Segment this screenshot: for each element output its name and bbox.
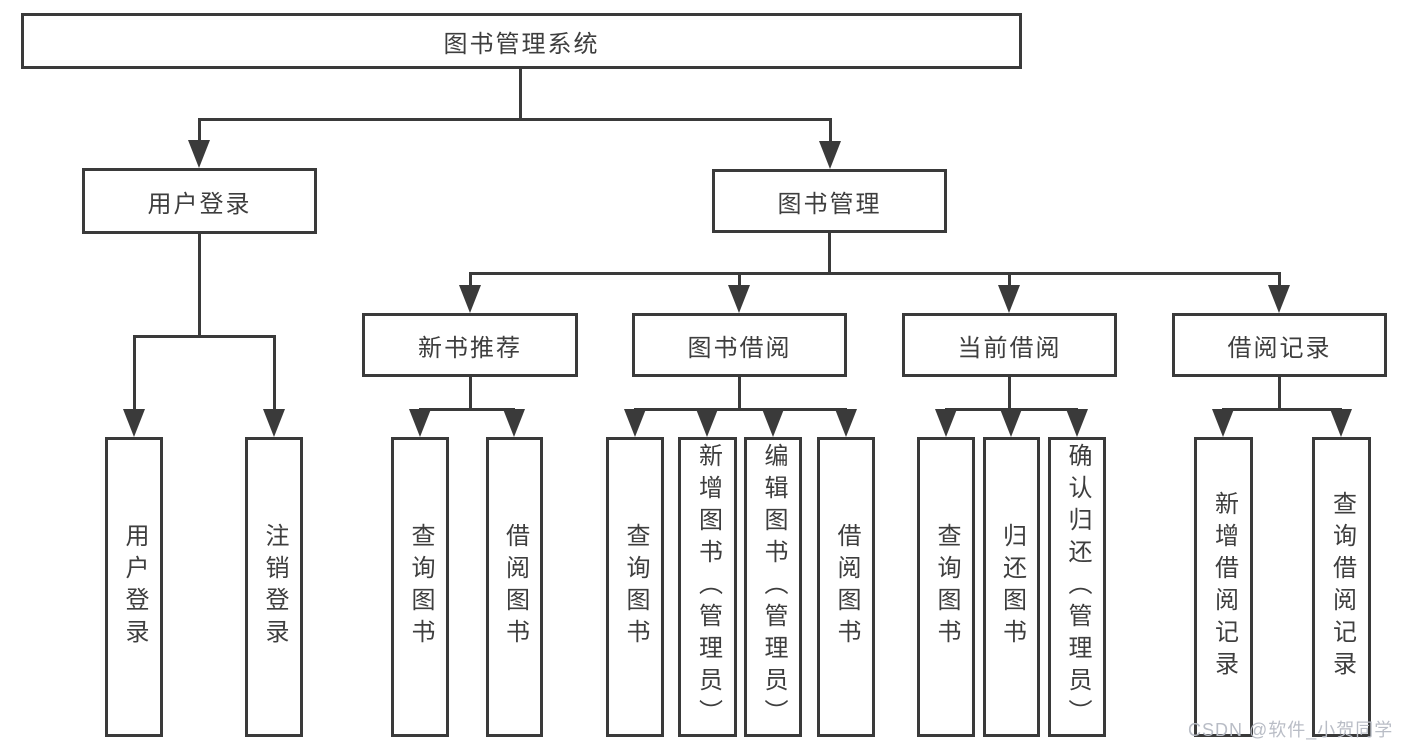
connector-line bbox=[273, 335, 276, 413]
leaf-borrow-books-borrowing: 借阅图书 bbox=[817, 437, 875, 737]
node-label: 查询图书 bbox=[622, 523, 649, 651]
connector-line bbox=[469, 272, 472, 287]
arrowhead-down bbox=[409, 409, 431, 437]
node-label: 图书管理 bbox=[777, 190, 882, 218]
node-label: 用户登录 bbox=[147, 190, 252, 218]
connector-line bbox=[198, 118, 201, 146]
node-label: 编辑图书（管理员） bbox=[760, 443, 787, 731]
node-label: 新增图书（管理员） bbox=[694, 443, 722, 731]
connector-line bbox=[1222, 408, 1342, 411]
node-label: 图书管理系统 bbox=[443, 30, 600, 58]
arrowhead-down bbox=[835, 409, 857, 437]
connector-line bbox=[469, 272, 1281, 275]
connector-line bbox=[198, 118, 831, 121]
arrowhead-down bbox=[696, 409, 718, 437]
connector-line bbox=[829, 118, 832, 146]
leaf-edit-books-admin: 编辑图书（管理员） bbox=[744, 437, 802, 737]
leaf-confirm-return-admin: 确认归还（管理员） bbox=[1048, 437, 1106, 737]
arrowhead-down bbox=[123, 409, 145, 437]
node-label: 借阅记录 bbox=[1227, 334, 1332, 362]
leaf-query-borrow-record: 查询借阅记录 bbox=[1312, 437, 1371, 737]
connector-line bbox=[1278, 377, 1281, 408]
connector-line bbox=[419, 408, 515, 411]
node-borrowing-records: 借阅记录 bbox=[1172, 313, 1387, 377]
arrowhead-down bbox=[935, 409, 957, 437]
leaf-add-borrow-record: 新增借阅记录 bbox=[1194, 437, 1253, 737]
node-label: 当前借阅 bbox=[957, 334, 1062, 362]
node-user-login: 用户登录 bbox=[82, 168, 317, 234]
arrowhead-down bbox=[263, 409, 285, 437]
connector-line bbox=[1278, 272, 1281, 287]
connector-line bbox=[828, 233, 831, 272]
node-label: 确认归还（管理员） bbox=[1064, 443, 1091, 731]
arrowhead-down bbox=[728, 285, 750, 313]
arrowhead-down bbox=[819, 141, 841, 169]
connector-line bbox=[738, 377, 741, 408]
leaf-return-books: 归还图书 bbox=[983, 437, 1040, 737]
connector-line bbox=[133, 335, 136, 413]
arrowhead-down bbox=[1268, 285, 1290, 313]
arrowhead-down bbox=[1000, 409, 1022, 437]
arrowhead-down bbox=[459, 285, 481, 313]
node-label: 查询图书 bbox=[407, 523, 434, 651]
connector-line bbox=[133, 335, 275, 338]
leaf-logout: 注销登录 bbox=[245, 437, 303, 737]
connector-line bbox=[738, 272, 741, 287]
node-label: 查询借阅记录 bbox=[1328, 491, 1356, 683]
node-label: 图书借阅 bbox=[687, 334, 792, 362]
node-label: 用户登录 bbox=[121, 523, 148, 651]
connector-line bbox=[519, 69, 522, 118]
arrowhead-down bbox=[188, 140, 210, 168]
node-label: 查询图书 bbox=[933, 523, 960, 651]
node-label: 归还图书 bbox=[998, 523, 1026, 651]
leaf-borrow-books-recommend: 借阅图书 bbox=[486, 437, 543, 737]
arrowhead-down bbox=[503, 409, 525, 437]
leaf-user-login: 用户登录 bbox=[105, 437, 163, 737]
node-label: 新书推荐 bbox=[418, 334, 522, 362]
connector-line bbox=[1008, 272, 1011, 287]
csdn-watermark: CSDN @软件_小贺同学 bbox=[1188, 720, 1394, 740]
node-book-management: 图书管理 bbox=[712, 169, 947, 233]
node-label: 借阅图书 bbox=[501, 523, 529, 651]
leaf-query-books-recommend: 查询图书 bbox=[391, 437, 449, 737]
arrowhead-down bbox=[1330, 409, 1352, 437]
node-book-borrowing: 图书借阅 bbox=[632, 313, 847, 377]
leaf-add-books-admin: 新增图书（管理员） bbox=[678, 437, 737, 737]
connector-line bbox=[198, 234, 201, 335]
node-library-management-system: 图书管理系统 bbox=[21, 13, 1022, 69]
leaf-query-books-borrowing: 查询图书 bbox=[606, 437, 664, 737]
node-label: 注销登录 bbox=[261, 523, 288, 651]
leaf-query-books-current: 查询图书 bbox=[917, 437, 975, 737]
node-label: 新增借阅记录 bbox=[1210, 491, 1238, 683]
node-new-book-recommendation: 新书推荐 bbox=[362, 313, 578, 377]
connector-line bbox=[634, 408, 847, 411]
arrowhead-down bbox=[762, 409, 784, 437]
connector-line bbox=[1008, 377, 1011, 408]
arrowhead-down bbox=[624, 409, 646, 437]
arrowhead-down bbox=[998, 285, 1020, 313]
arrowhead-down bbox=[1212, 409, 1234, 437]
arrowhead-down bbox=[1066, 409, 1088, 437]
node-current-borrowing: 当前借阅 bbox=[902, 313, 1117, 377]
node-label: 借阅图书 bbox=[833, 523, 860, 651]
connector-line bbox=[469, 377, 472, 408]
